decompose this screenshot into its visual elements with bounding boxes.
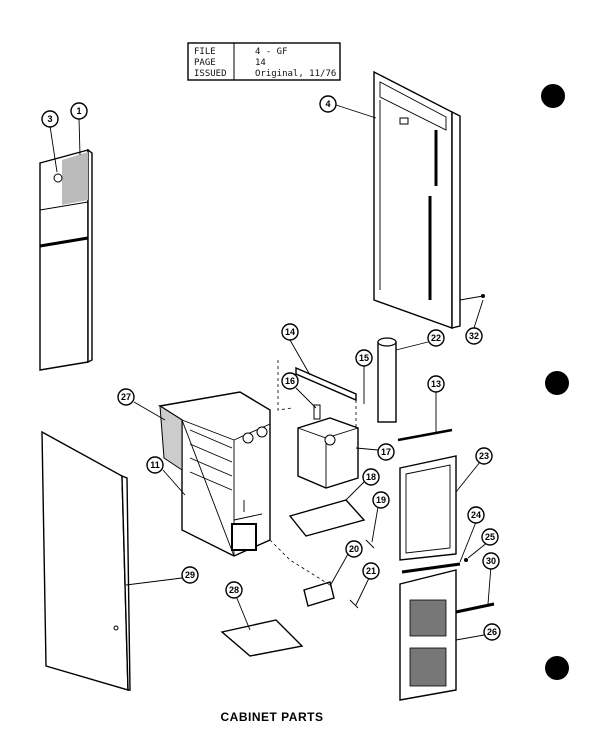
part-30-bar [455, 602, 495, 614]
callout-16: 16 [281, 372, 299, 390]
callout-19: 19 [372, 491, 390, 509]
callout-14: 14 [281, 323, 299, 341]
callout-1: 1 [70, 102, 88, 120]
issued-label: ISSUED [194, 69, 227, 79]
binder-hole-middle [545, 371, 569, 395]
callout-17: 17 [377, 443, 395, 461]
svg-text:18: 18 [366, 472, 376, 482]
file-value: 4 - GF [255, 47, 288, 57]
part-23-filter-panel [399, 455, 457, 561]
diagram-caption: CABINET PARTS [221, 710, 324, 724]
svg-text:27: 27 [121, 392, 131, 402]
svg-text:19: 19 [376, 495, 386, 505]
part-29-side-panel [41, 430, 131, 691]
svg-text:29: 29 [185, 570, 195, 580]
page-value: 14 [255, 58, 266, 68]
callout-26: 26 [483, 623, 501, 641]
part-1-upper-side-panel [39, 148, 93, 371]
svg-text:11: 11 [150, 460, 160, 470]
svg-text:32: 32 [469, 331, 479, 341]
issued-value: Original, 11/76 [255, 69, 336, 79]
svg-text:20: 20 [349, 544, 359, 554]
part-28-base-tray [220, 619, 304, 657]
svg-text:25: 25 [485, 532, 495, 542]
page-label: PAGE [194, 58, 216, 68]
callout-18: 18 [362, 468, 380, 486]
svg-text:4: 4 [325, 99, 330, 109]
svg-text:21: 21 [366, 566, 376, 576]
part-17-blower-box [297, 417, 359, 489]
svg-text:28: 28 [229, 585, 239, 595]
svg-text:26: 26 [487, 627, 497, 637]
svg-text:30: 30 [486, 556, 496, 566]
svg-text:24: 24 [471, 510, 481, 520]
callout-22: 22 [427, 329, 445, 347]
callout-23: 23 [475, 447, 493, 465]
part-24-bar [401, 562, 461, 574]
callout-25: 25 [481, 528, 499, 546]
callout-30: 30 [482, 552, 500, 570]
part-14-bracket [277, 360, 357, 440]
callout-11: 11 [146, 456, 164, 474]
svg-text:23: 23 [479, 451, 489, 461]
svg-text:22: 22 [431, 333, 441, 343]
part-25-screw [464, 558, 468, 562]
part-13-rod [397, 428, 453, 442]
callout-20: 20 [345, 540, 363, 558]
svg-text:13: 13 [431, 379, 441, 389]
part-26-grille-panel [399, 569, 457, 701]
part-18-shelf [288, 499, 366, 537]
binder-hole-bottom [545, 656, 569, 680]
callout-15: 15 [355, 349, 373, 367]
svg-text:1: 1 [76, 106, 81, 116]
part-16-fitting [313, 404, 321, 420]
leader-lines [49, 104, 492, 641]
callout-24: 24 [467, 506, 485, 524]
svg-text:16: 16 [285, 376, 295, 386]
file-label: FILE [194, 47, 216, 57]
callout-3: 3 [41, 110, 59, 128]
callout-13: 13 [427, 375, 445, 393]
binder-hole-top [541, 84, 565, 108]
callout-32: 32 [465, 327, 483, 345]
callout-29: 29 [181, 566, 199, 584]
svg-text:17: 17 [381, 447, 391, 457]
svg-text:3: 3 [47, 114, 52, 124]
part-22-flue-pipe [377, 337, 397, 423]
callout-4: 4 [319, 95, 337, 113]
callout-21: 21 [362, 562, 380, 580]
part-19-screw [365, 539, 375, 549]
part-20-bracket [303, 581, 335, 607]
svg-text:14: 14 [285, 327, 295, 337]
part-4-door-panel [373, 70, 485, 329]
svg-text:15: 15 [359, 353, 369, 363]
callout-28: 28 [225, 581, 243, 599]
part-21-screw [349, 599, 359, 609]
file-info-box: FILE 4 - GF PAGE 14 ISSUED Original, 11/… [187, 42, 341, 81]
part-11-furnace-body [158, 391, 271, 557]
callout-27: 27 [117, 388, 135, 406]
